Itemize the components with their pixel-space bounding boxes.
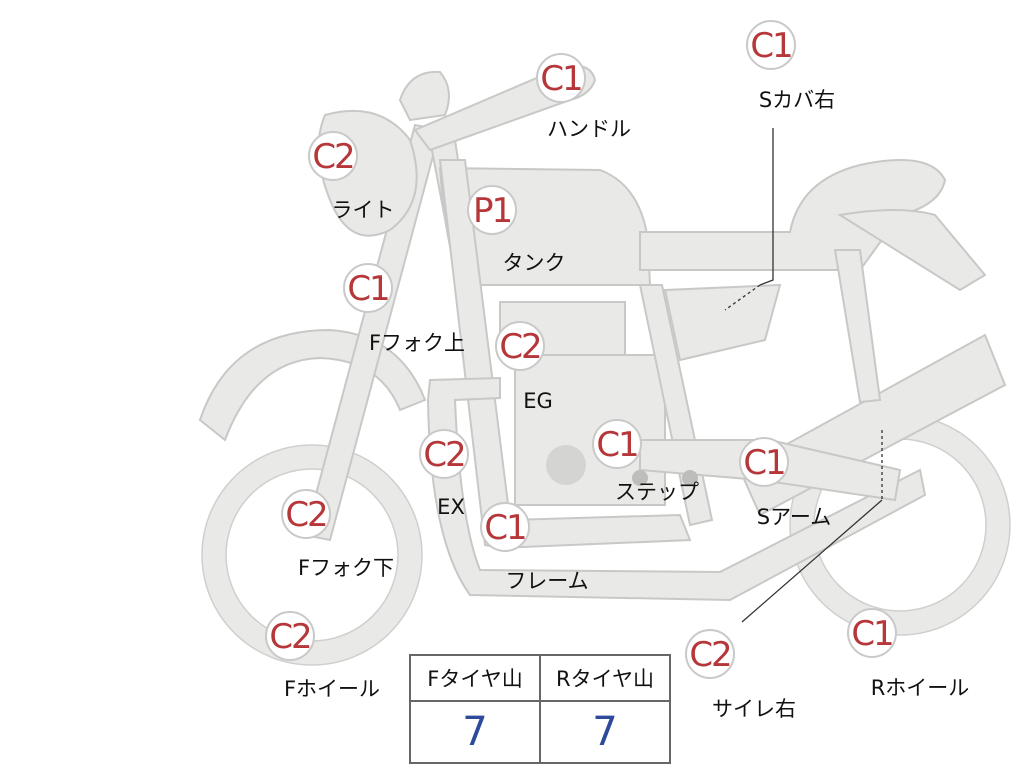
leader-lines (724, 128, 883, 623)
part-label: Fホイール (284, 677, 380, 701)
callout-side-cover-right: C1 Sカバ右 (746, 20, 835, 112)
grade-label: C1 (851, 614, 892, 654)
grade-label: C2 (423, 435, 464, 475)
leader-silencer (741, 499, 883, 623)
grade-circle (265, 611, 315, 661)
callout-exhaust: C2 EX (419, 429, 469, 519)
grade-circle (847, 608, 897, 658)
part-label: Sアーム (757, 505, 831, 529)
front-tire-tread-value: 7 (409, 700, 541, 764)
grade-circle (536, 53, 586, 103)
tail-shape (837, 209, 987, 292)
part-label: ハンドル (547, 117, 631, 141)
engine-cover-shape (546, 445, 586, 485)
front-wheel-outline (201, 444, 423, 666)
rear-shock-shape (833, 249, 882, 404)
callout-swing-arm: C1 Sアーム (739, 437, 831, 529)
grade-label: C1 (540, 59, 581, 99)
grade-circle (495, 321, 545, 371)
callout-front-wheel: C2 Fホイール (265, 611, 380, 701)
grade-label: C1 (347, 269, 388, 309)
part-label: Sカバ右 (759, 88, 835, 112)
callout-fork-lower: C2 Fフォク下 (281, 489, 394, 580)
callout-fork-upper: C1 Fフォク上 (343, 263, 465, 355)
grade-label: C1 (484, 508, 525, 548)
grade-circle (592, 419, 642, 469)
part-label: フレーム (505, 569, 588, 593)
grade-circle (685, 629, 735, 679)
grade-label: C2 (499, 327, 540, 367)
grade-circle (419, 429, 469, 479)
front-wheel-shape (202, 445, 422, 665)
seat-shape (639, 159, 947, 271)
part-label: タンク (503, 251, 566, 275)
footpeg-shape (682, 470, 698, 486)
grade-label: C1 (743, 443, 784, 483)
grade-label: C2 (269, 617, 310, 657)
grade-label: C1 (596, 425, 637, 465)
grade-circle (739, 437, 789, 487)
callout-handlebar: C1 ハンドル (536, 53, 631, 141)
grade-circle (467, 185, 517, 235)
callout-tank: P1 タンク (467, 185, 566, 275)
callout-rear-wheel: C1 Rホイール (847, 608, 970, 700)
side-cover-shape (663, 283, 782, 362)
grade-label: C2 (285, 495, 326, 535)
footpeg-shape (632, 470, 648, 486)
grade-circle (308, 131, 358, 181)
tread-value-row: 7 7 (409, 700, 671, 764)
callout-engine: C2 EG (495, 321, 553, 413)
grade-circle (281, 489, 331, 539)
tire-tread-table: Fタイヤ山 Rタイヤ山 7 7 (409, 654, 671, 764)
grade-label: P1 (473, 191, 511, 231)
leader-side-cover (759, 128, 774, 286)
part-label: Fフォク上 (369, 331, 465, 355)
callout-silencer-right: C2 サイレ右 (685, 629, 796, 721)
leader-side-cover-dash (724, 284, 761, 311)
part-label: ライト (332, 198, 395, 222)
grade-label: C2 (312, 137, 353, 177)
grade-circle (480, 502, 530, 552)
grade-circle (746, 20, 796, 70)
motorcycle-illustration (198, 64, 1011, 666)
part-label: EG (523, 389, 553, 413)
callout-light: C2 ライト (308, 131, 395, 222)
front-tire-tread-header: Fタイヤ山 (409, 654, 541, 702)
rear-tire-tread-header: Rタイヤ山 (539, 654, 671, 702)
part-label: Rホイール (871, 676, 970, 700)
part-label: EX (437, 495, 465, 519)
part-label: Fフォク下 (298, 556, 394, 580)
part-label: サイレ右 (712, 697, 796, 721)
grade-circle (343, 263, 393, 313)
part-label: ステップ (615, 480, 699, 504)
mirror-shape (398, 70, 450, 122)
callout-frame: C1 フレーム (480, 502, 589, 593)
callout-step: C1 ステップ (592, 419, 699, 504)
grade-label: C2 (689, 635, 730, 675)
grade-label: C1 (750, 26, 791, 66)
rear-tire-tread-value: 7 (539, 700, 671, 764)
tread-header-row: Fタイヤ山 Rタイヤ山 (409, 654, 671, 702)
